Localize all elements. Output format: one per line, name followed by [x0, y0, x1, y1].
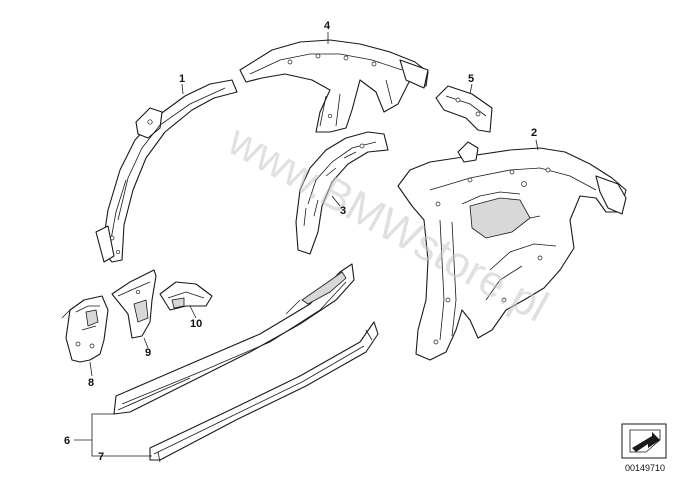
arrow-sheet-icon: [621, 423, 667, 459]
part-number-labels: 1 2 3 4 5 6 7 8 9 10: [64, 20, 537, 463]
part-5-bracket[interactable]: [435, 85, 493, 133]
part-label-8: 8: [88, 377, 94, 389]
part-7-rocker-reinforcement[interactable]: [149, 321, 379, 463]
part-8-pillar-lower[interactable]: [61, 295, 109, 363]
part-label-4: 4: [324, 20, 331, 32]
document-number: 00149710: [625, 463, 665, 473]
part-6-side-sill[interactable]: [113, 263, 355, 415]
part-1-a-pillar[interactable]: [95, 79, 238, 263]
part-label-9: 9: [145, 347, 151, 359]
part-label-5: 5: [468, 73, 474, 85]
part-label-7: 7: [98, 451, 104, 463]
part-9-bracket[interactable]: [111, 269, 157, 339]
part-label-1: 1: [179, 73, 185, 85]
leader-lines: [74, 32, 539, 457]
part-3-wheel-arch[interactable]: [295, 131, 389, 255]
part-label-3: 3: [340, 205, 346, 217]
part-4-roof-side-frame[interactable]: [239, 39, 429, 133]
part-2-side-panel-inner[interactable]: [397, 141, 627, 361]
part-label-10: 10: [190, 318, 202, 330]
part-10-gusset[interactable]: [159, 281, 213, 311]
part-label-6: 6: [64, 435, 70, 447]
part-label-2: 2: [531, 127, 537, 139]
